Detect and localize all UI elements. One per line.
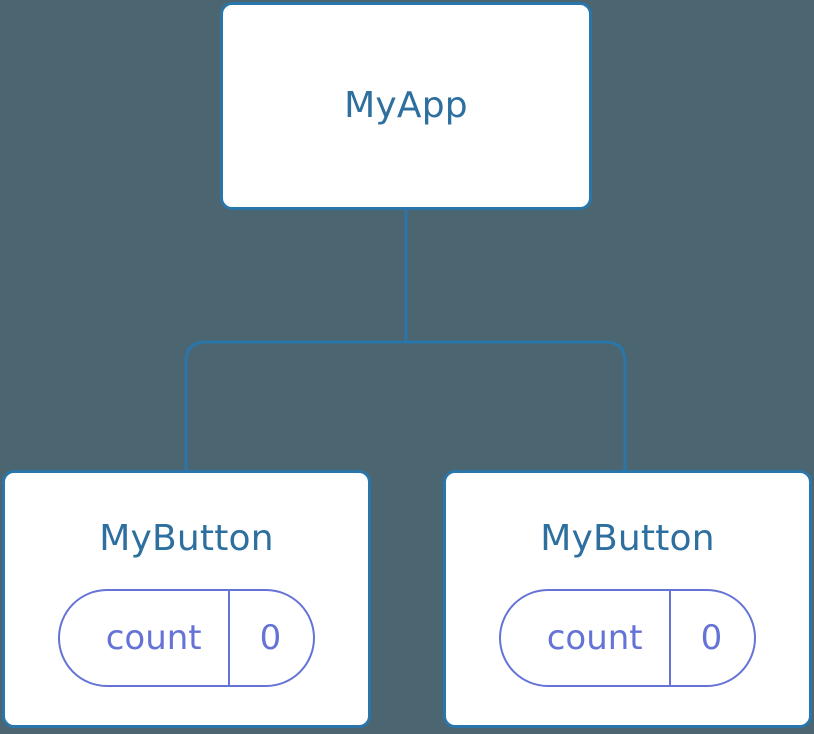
component-node-title: MyButton xyxy=(540,518,715,559)
state-key-label: count xyxy=(105,618,202,658)
component-node-child-1[interactable]: MyButton count 0 xyxy=(2,470,371,728)
connector-to-right-child xyxy=(406,340,627,470)
state-badge[interactable]: count 0 xyxy=(57,589,316,687)
component-node-title: MyButton xyxy=(99,518,274,559)
state-value-label: 0 xyxy=(668,591,755,685)
state-key-label: count xyxy=(546,618,643,658)
state-badge[interactable]: count 0 xyxy=(498,589,757,687)
component-node-child-2[interactable]: MyButton count 0 xyxy=(443,470,812,728)
connector-to-left-child xyxy=(184,340,406,470)
state-value-label: 0 xyxy=(227,591,314,685)
component-node-title: MyApp xyxy=(344,85,468,126)
component-node-root[interactable]: MyApp xyxy=(220,2,592,210)
